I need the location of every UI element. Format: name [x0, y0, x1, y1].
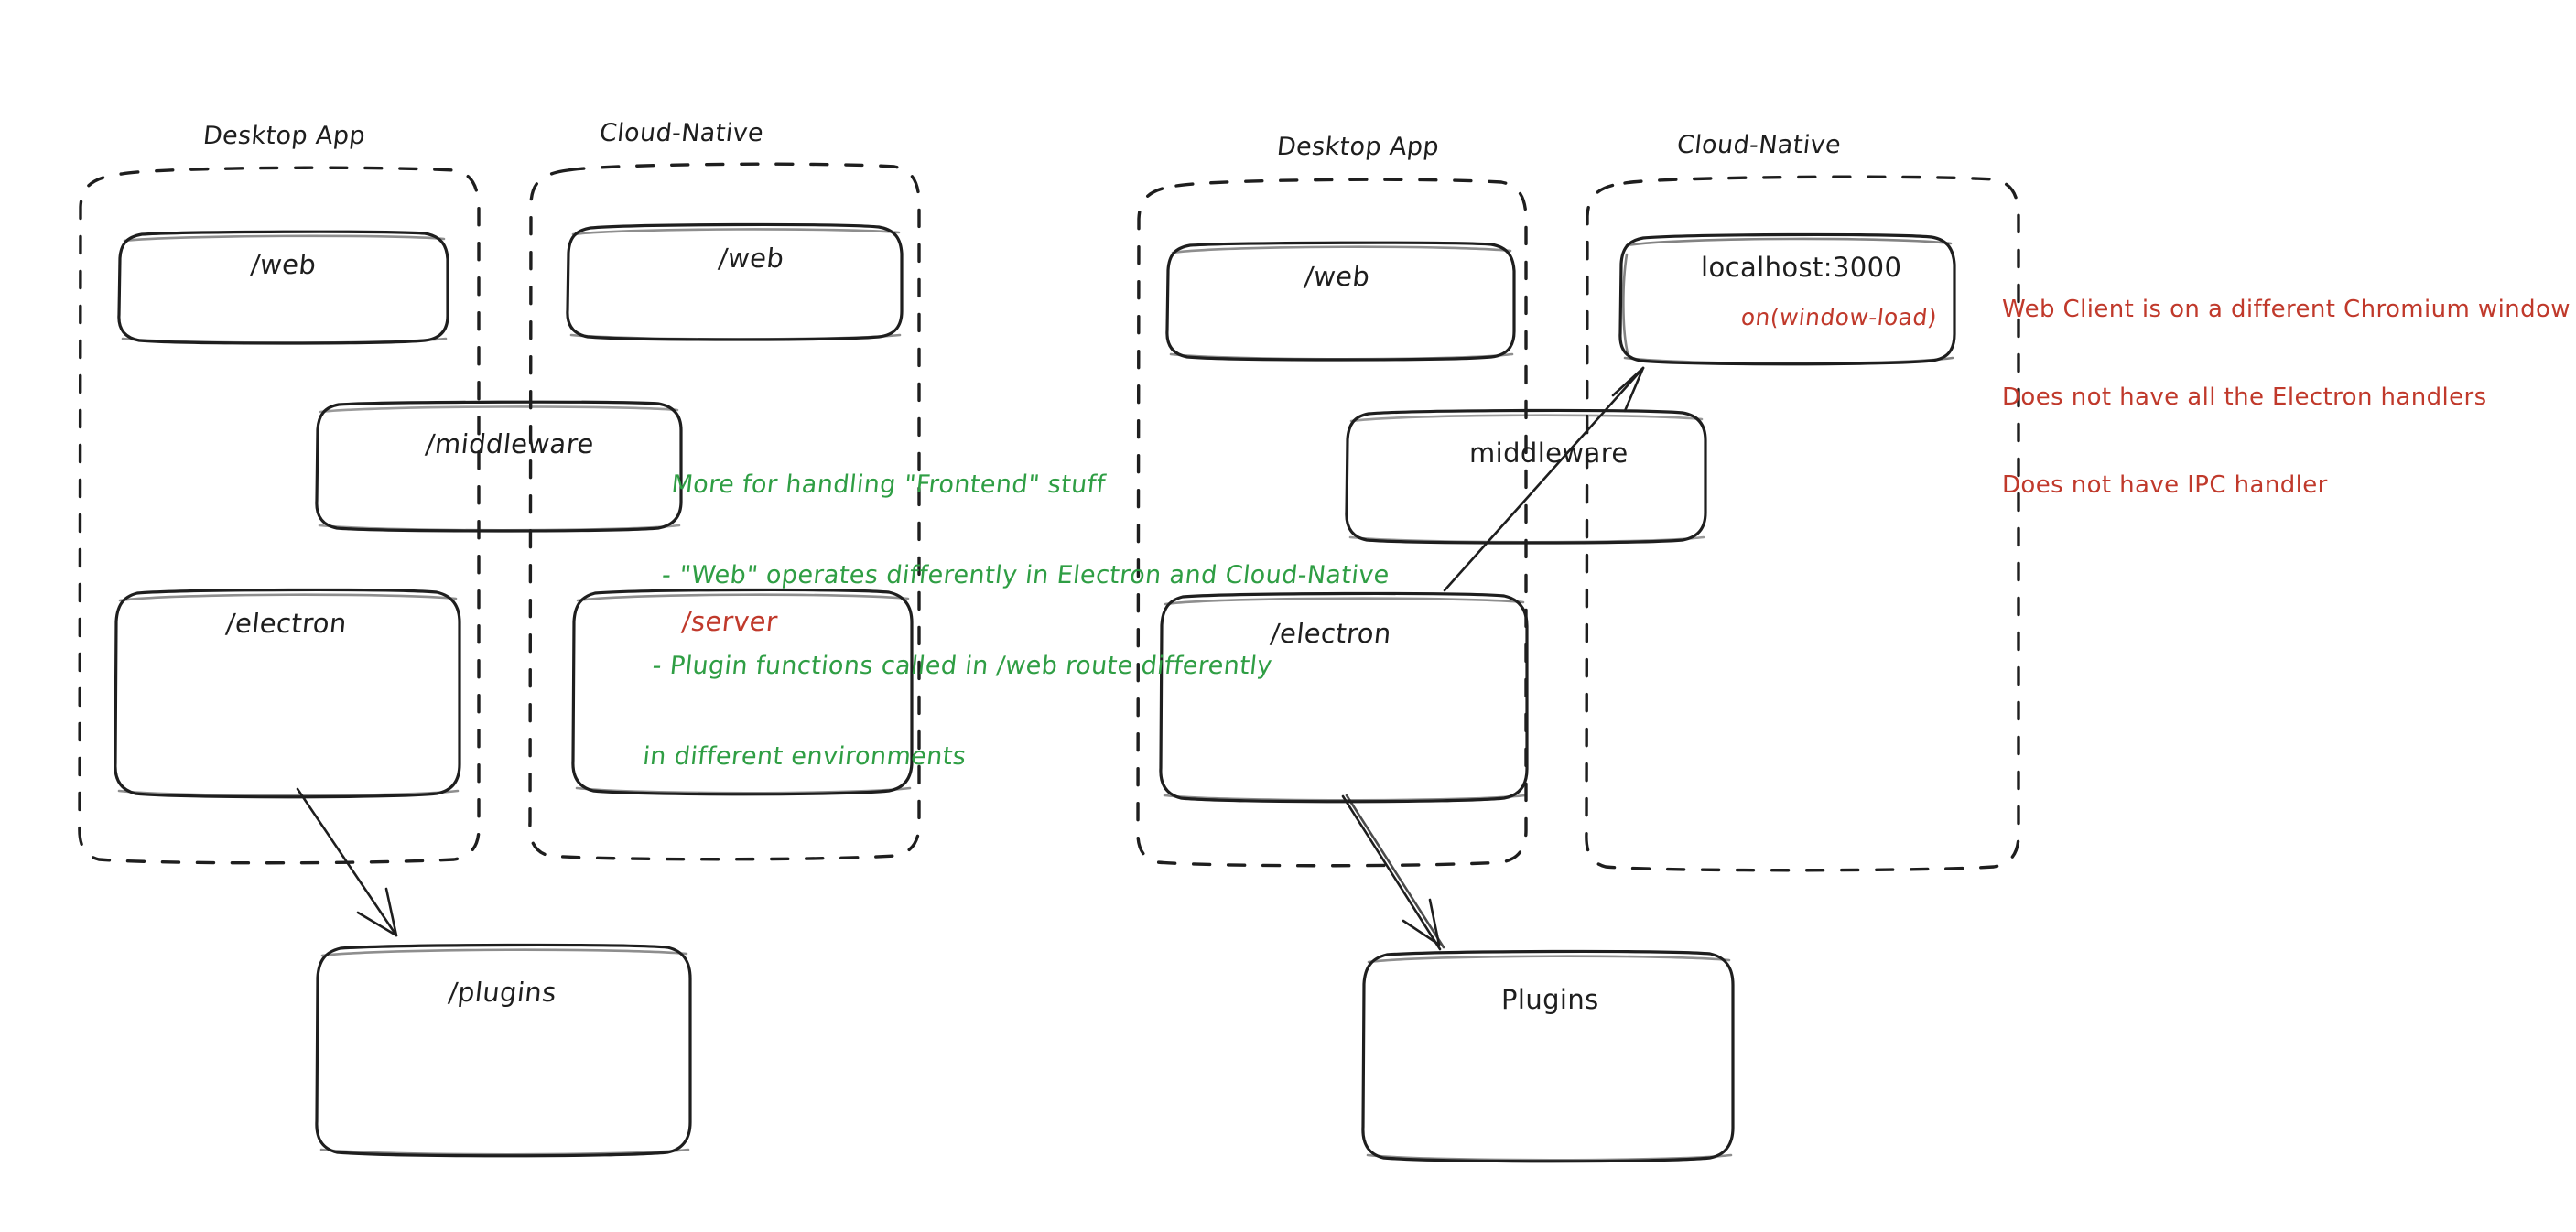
annotation-red-line-3: Does not have IPC handler [2002, 471, 2328, 499]
group-right-desktop-app [1136, 178, 1528, 868]
annotation-green-line-1: More for handling "Frontend" stuff [669, 470, 1108, 499]
annotation-red-line-1: Web Client is on a different Chromium wi… [2002, 296, 2571, 323]
annotation-green-line-2: - "Web" operates differently in Electron… [660, 561, 1391, 589]
node-label-left-desktop-electron: /electron [224, 608, 349, 639]
group-right-cloud-native [1585, 175, 2020, 872]
arrow-right-electron-to-localhost [1443, 366, 1645, 592]
annotation-green-line-4: in different environments [641, 742, 968, 771]
annotation-red-web-client-note: Web Client is on a different Chromium wi… [2002, 236, 2571, 558]
node-label-right-desktop-web: /web [1303, 261, 1372, 292]
node-label-right-cloud-localhost: localhost:3000 [1701, 252, 1902, 283]
group-left-desktop-app [78, 166, 481, 865]
node-label-left-desktop-web: /web [249, 249, 319, 280]
group-title-right-cloud-native: Cloud-Native [1675, 131, 1843, 159]
node-right-cloud-localhost [1618, 232, 1956, 366]
node-label-right-desktop-electron: /electron [1269, 618, 1393, 649]
arrow-left-electron-to-plugins [296, 787, 398, 937]
node-left-desktop-electron [114, 588, 461, 799]
group-title-left-cloud-native: Cloud-Native [598, 119, 765, 147]
node-left-cloud-server [571, 588, 914, 796]
node-label-right-middleware: middleware [1469, 438, 1629, 469]
node-left-desktop-web [117, 230, 449, 345]
node-label-left-middleware: /middleware [424, 428, 596, 459]
node-left-cloud-web [566, 222, 904, 341]
arrow-right-electron-to-plugins [1341, 794, 1445, 951]
annotation-red-line-2: Does not have all the Electron handlers [2002, 384, 2487, 411]
node-label-right-plugins: Plugins [1501, 984, 1599, 1015]
node-right-middleware [1345, 408, 1707, 545]
node-left-plugins [315, 943, 692, 1158]
node-label-left-plugins: /plugins [447, 977, 558, 1008]
group-title-right-desktop-app: Desktop App [1275, 133, 1441, 161]
node-right-desktop-web [1165, 241, 1516, 362]
annotation-green-line-3: - Plugin functions called in /web route … [651, 652, 1274, 680]
node-left-middleware [315, 400, 683, 533]
node-right-desktop-electron [1159, 591, 1529, 804]
node-sublabel-right-cloud-localhost: on(window-load) [1739, 304, 1939, 330]
group-title-left-desktop-app: Desktop App [201, 122, 367, 150]
node-right-plugins [1361, 949, 1735, 1163]
node-label-left-cloud-web: /web [717, 243, 786, 274]
